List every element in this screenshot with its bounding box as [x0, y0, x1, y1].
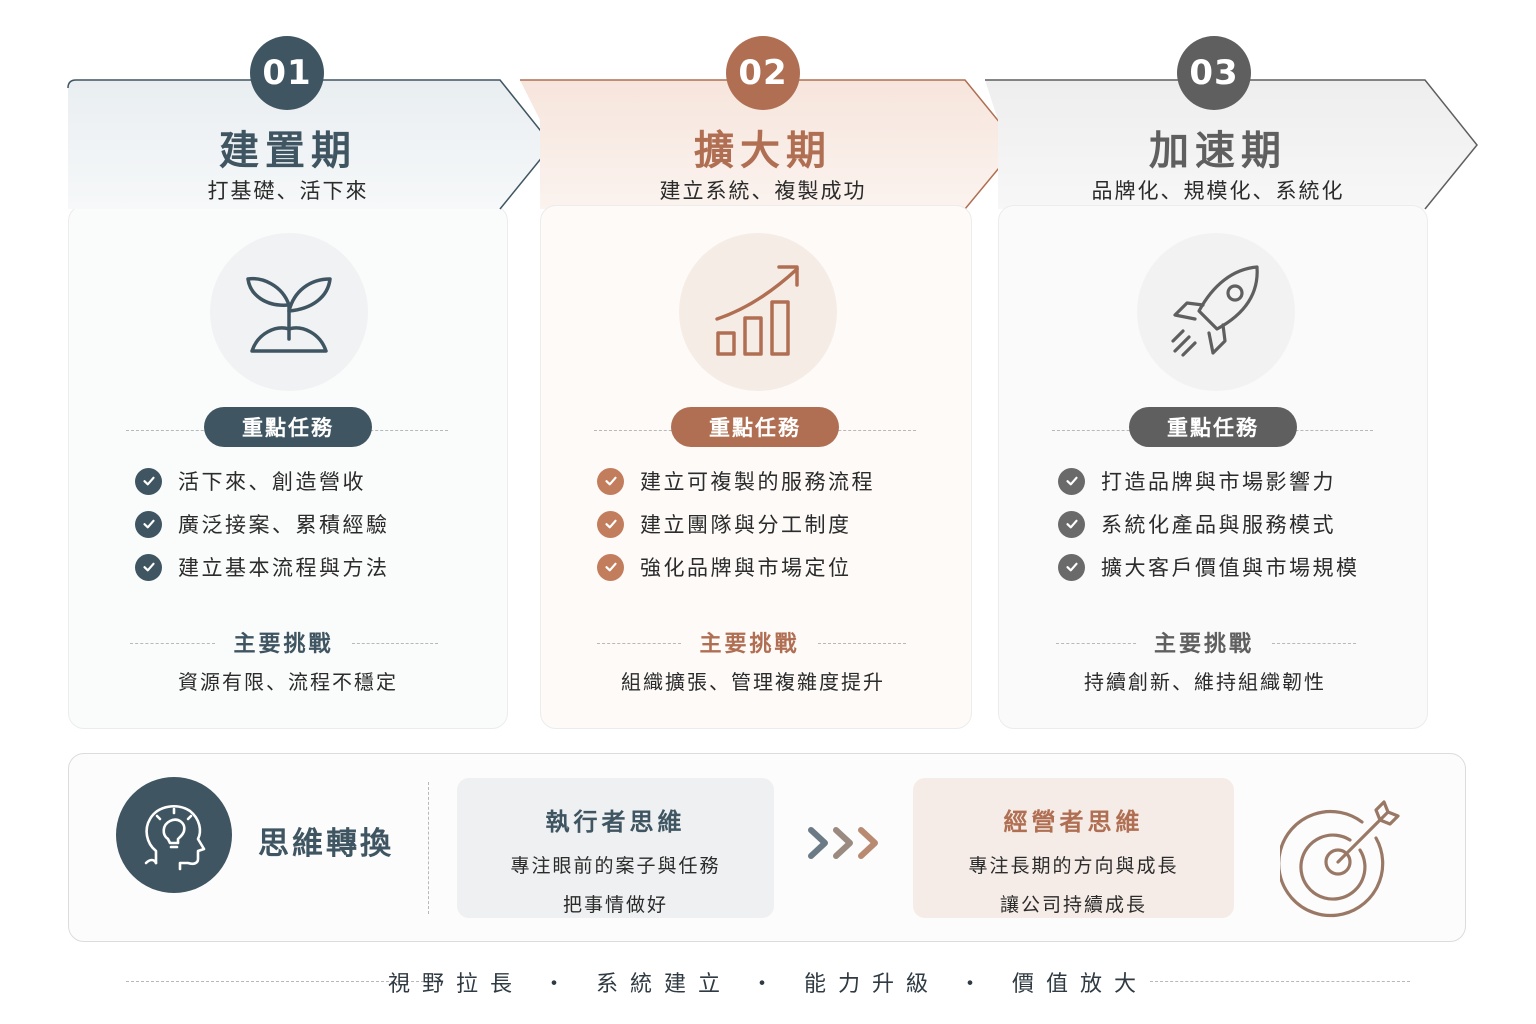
check-icon [135, 467, 162, 495]
growth-chart-icon [715, 265, 799, 356]
check-icon [597, 467, 624, 495]
stage-2-challenge-divider-right [818, 643, 906, 644]
stage-2-icon-circle [679, 233, 837, 391]
check-icon [597, 553, 624, 581]
check-icon [135, 553, 162, 581]
stage-3-challenge-text: 持續創新、維持組織韌性 [1084, 670, 1326, 694]
stage-3-icon-circle [1137, 233, 1295, 391]
rocket-icon [1171, 265, 1259, 357]
stage-2-challenge-divider-left [597, 643, 681, 644]
stage-3-task-text: 系統化產品與服務模式 [1101, 513, 1336, 537]
mindset-label: 思維轉換 [258, 826, 394, 862]
stage-1-number-badge: 01 [250, 36, 324, 110]
stage-2-task-item: 建立可複製的服務流程 [597, 466, 875, 496]
stage-1-challenge-text: 資源有限、流程不穩定 [178, 670, 398, 694]
stage-1-task-text: 廣泛接案、累積經驗 [178, 513, 390, 537]
stage-3-task-label: 重點任務 [1129, 407, 1297, 447]
executor-mindset-title: 執行者思維 [545, 808, 686, 836]
head-lightbulb-icon [144, 805, 206, 871]
stage-2-task-item: 強化品牌與市場定位 [597, 552, 852, 582]
stage-3-challenge-label: 主要挑戰 [1153, 632, 1254, 657]
footer-divider-left [126, 981, 429, 982]
mindset-icon-circle [116, 777, 232, 893]
stage-1-task-text: 建立基本流程與方法 [178, 556, 390, 580]
stage-2-task-text: 建立團隊與分工制度 [640, 513, 852, 537]
stage-1-challenge-divider-right [352, 643, 438, 644]
manager-mindset-line-1: 專注長期的方向與成長 [968, 855, 1179, 877]
stage-3-subtitle: 品牌化、規模化、系統化 [1091, 179, 1345, 203]
sprout-icon [246, 276, 332, 353]
footer-divider-right [1150, 981, 1410, 982]
stage-3-number-badge: 03 [1177, 36, 1251, 110]
check-icon [1058, 553, 1085, 581]
stage-3-task-item: 擴大客戶價值與市場規模 [1058, 552, 1360, 582]
stage-3-task-text: 擴大客戶價值與市場規模 [1101, 556, 1360, 580]
stage-1-task-label: 重點任務 [204, 407, 372, 447]
stage-1-task-text: 活下來、創造營收 [178, 470, 366, 494]
footer-tagline: 視野拉長 ・ 系統建立 ・ 能力升級 ・ 價值放大 [388, 972, 1148, 997]
stage-1-title: 建置期 [219, 128, 357, 174]
stage-3-task-text: 打造品牌與市場影響力 [1101, 470, 1336, 494]
manager-mindset-title: 經營者思維 [1003, 808, 1144, 836]
stage-2-task-text: 建立可複製的服務流程 [640, 470, 875, 494]
stage-1-task-item: 建立基本流程與方法 [135, 552, 390, 582]
stage-2-task-item: 建立團隊與分工制度 [597, 509, 852, 539]
stage-3-challenge-divider-right [1272, 643, 1356, 644]
stage-2-challenge-text: 組織擴張、管理複雜度提升 [621, 670, 885, 694]
executor-mindset-line-1: 專注眼前的案子與任務 [510, 855, 721, 877]
stage-1-subtitle: 打基礎、活下來 [207, 179, 369, 203]
stage-1-icon-circle [210, 233, 368, 391]
stage-3-task-item: 系統化產品與服務模式 [1058, 509, 1336, 539]
triple-chevron-icon [808, 827, 878, 859]
target-arrow-icon [1280, 800, 1400, 918]
stage-2-task-text: 強化品牌與市場定位 [640, 556, 852, 580]
stage-1-task-item: 廣泛接案、累積經驗 [135, 509, 390, 539]
stage-3-title: 加速期 [1149, 128, 1287, 174]
executor-mindset-line-2: 把事情做好 [562, 894, 668, 916]
stage-2-subtitle: 建立系統、複製成功 [659, 179, 867, 203]
executor-mindset-box: 執行者思維 專注眼前的案子與任務 把事情做好 [457, 778, 774, 918]
stage-2-challenge-label: 主要挑戰 [699, 632, 800, 657]
manager-mindset-box: 經營者思維 專注長期的方向與成長 讓公司持續成長 [913, 778, 1234, 918]
stage-2-title: 擴大期 [694, 128, 832, 174]
stage-2-task-label: 重點任務 [671, 407, 839, 447]
check-icon [597, 510, 624, 538]
stage-1-challenge-label: 主要挑戰 [233, 632, 334, 657]
manager-mindset-line-2: 讓公司持續成長 [999, 894, 1147, 916]
stage-1-challenge-divider-left [130, 643, 215, 644]
check-icon [1058, 510, 1085, 538]
stage-2-number-badge: 02 [726, 36, 800, 110]
stage-3-task-item: 打造品牌與市場影響力 [1058, 466, 1336, 496]
check-icon [135, 510, 162, 538]
check-icon [1058, 467, 1085, 495]
stage-1-task-item: 活下來、創造營收 [135, 466, 366, 496]
stage-3-challenge-divider-left [1056, 643, 1136, 644]
mindset-divider [428, 782, 429, 914]
